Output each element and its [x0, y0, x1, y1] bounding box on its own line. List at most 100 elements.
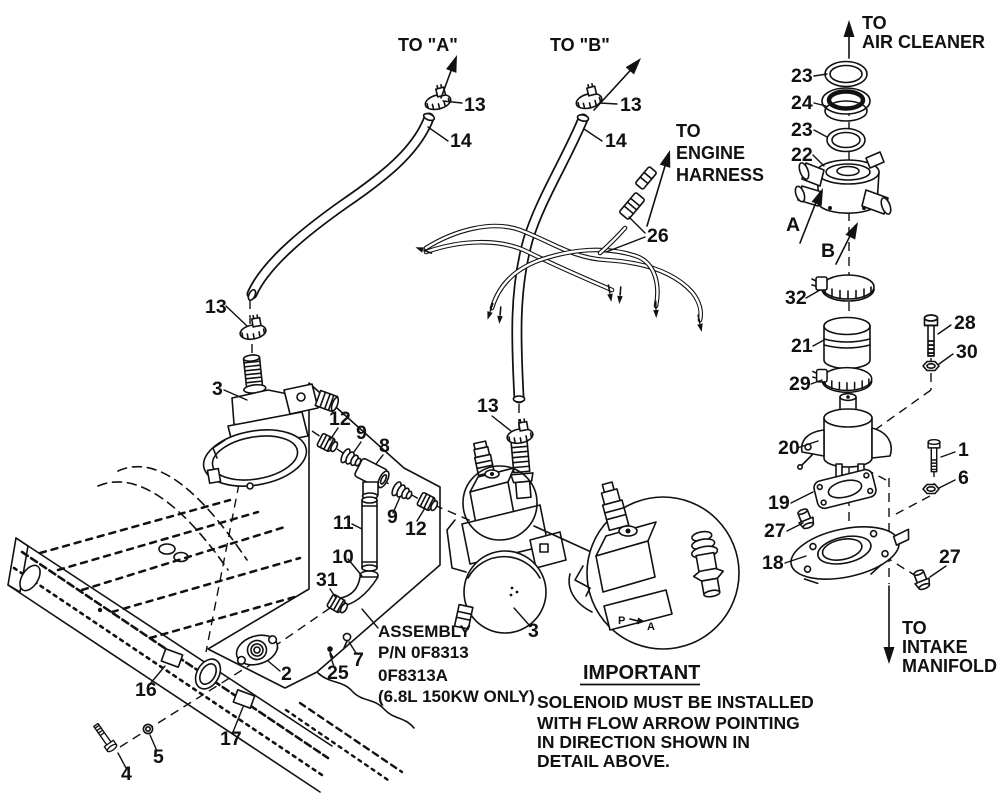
to-intake-manifold-arrow-icon: [883, 647, 895, 664]
bolt-4: [90, 721, 119, 754]
callout-32: 32: [785, 287, 807, 309]
flow-arrow-icon: [637, 617, 645, 625]
callout-5: 5: [153, 746, 164, 768]
callout-10: 10: [332, 546, 354, 568]
callout-3: 3: [212, 378, 223, 400]
generator-frame: [7, 465, 415, 793]
callout-leaders: [117, 73, 956, 769]
bolt-1: [927, 438, 941, 473]
frame-hole: [194, 658, 222, 690]
callout-22: 22: [791, 144, 813, 166]
label-to-intake-manifold: TO: [902, 618, 927, 638]
decal-16: [160, 648, 184, 668]
callout-27: 27: [939, 546, 961, 568]
callout-9: 9: [387, 506, 398, 528]
solenoid-highlight-circle: [462, 465, 538, 541]
nut-6: [922, 483, 940, 495]
worm-clamp-32: [811, 274, 875, 302]
assembly-note: P/N 0F8313: [378, 643, 469, 662]
callout-23: 23: [791, 119, 813, 141]
label-to-b: TO "B": [550, 35, 610, 55]
label-to-engine-harness: ENGINE: [676, 143, 745, 163]
assembly-note: ASSEMBLY: [378, 622, 472, 641]
fuel-valve-assembly: [446, 434, 590, 634]
callout-16: 16: [135, 679, 157, 701]
hose-clamp-13-left: [236, 313, 268, 342]
callout-31: 31: [316, 569, 338, 591]
assembly-boundary: [207, 382, 441, 689]
callout-25: 25: [327, 662, 349, 684]
harness-connector: [619, 166, 657, 220]
callout-29: 29: [789, 373, 811, 395]
callout-26: 26: [647, 225, 669, 247]
callout-17: 17: [220, 728, 242, 750]
label-to-air-cleaner: TO: [862, 13, 887, 33]
tank-flange-2: [235, 634, 279, 666]
fuel-line-fittings: [315, 432, 441, 617]
callout-13: 13: [477, 395, 499, 417]
callout-14: 14: [450, 130, 472, 152]
to-engine-harness-arrow-icon: [659, 148, 676, 168]
frame-hole: [19, 564, 41, 592]
callout-2: 2: [281, 663, 292, 685]
direction-arrows: [440, 20, 895, 664]
important-title: IMPORTANT: [583, 662, 700, 684]
callout-9: 9: [356, 422, 367, 444]
callout-13: 13: [205, 296, 227, 318]
ref-letter-b: B: [821, 240, 835, 262]
label-to-intake-manifold: MANIFOLD: [902, 656, 997, 676]
direction-labels: TO "A" TO "B" TO ENGINE HARNESS TO AIR C…: [398, 13, 997, 676]
callout-3: 3: [528, 620, 539, 642]
callout-19: 19: [768, 492, 790, 514]
callout-12: 12: [329, 408, 351, 430]
adapter-ring-24: [821, 87, 871, 122]
detail-port-p: P: [618, 615, 625, 627]
fuel-hose-b: [511, 113, 590, 404]
label-to-intake-manifold: INTAKE: [902, 637, 968, 657]
callout-7: 7: [353, 649, 364, 671]
o-ring-23-upper: [824, 60, 868, 88]
callout-30: 30: [956, 341, 978, 363]
callout-24: 24: [791, 92, 813, 114]
tee-fitting-8: [354, 457, 390, 500]
carburetor-20: [796, 392, 892, 479]
hose-clamp-13-a: [420, 82, 454, 113]
variant-note: (6.8L 150KW ONLY): [378, 687, 535, 706]
label-to-a: TO "A": [398, 35, 458, 55]
callout-12: 12: [405, 518, 427, 540]
important-note-line: IN DIRECTION SHOWN IN: [537, 732, 750, 752]
mixer-body-22: [794, 151, 892, 215]
ref-b-arrow-icon: [845, 219, 863, 240]
callout-1: 1: [958, 439, 969, 461]
bolt-28: [923, 314, 939, 357]
screw-7: [342, 632, 352, 649]
callout-27: 27: [764, 520, 786, 542]
plug-27-left: [794, 506, 817, 532]
important-note-line: SOLENOID MUST BE INSTALLED: [537, 692, 814, 712]
to-a-arrow-icon: [446, 53, 463, 73]
washer-5: [142, 723, 154, 735]
callout-28: 28: [954, 312, 976, 334]
ref-letter-a: A: [786, 214, 800, 236]
regulator-assembly-left: [202, 354, 340, 490]
to-air-cleaner-arrow-icon: [843, 20, 855, 37]
o-ring-23-lower: [826, 127, 866, 153]
nut-30: [922, 360, 940, 372]
solenoid-detail-view: P A: [568, 481, 740, 650]
fuel-hose-a: [246, 112, 436, 302]
callout-labels: 13 14 13 14 26 13 3 12 9 8 11 9 12 10 31…: [121, 65, 978, 785]
air-cleaner-stack: [790, 60, 941, 593]
callout-6: 6: [958, 467, 969, 489]
callout-8: 8: [379, 435, 390, 457]
notes: ASSEMBLY P/N 0F8313 0F8313A (6.8L 150KW …: [378, 622, 814, 771]
wire-harness: [413, 166, 706, 334]
sleeve-21: [823, 316, 871, 370]
callout-21: 21: [791, 335, 813, 357]
important-note-line: DETAIL ABOVE.: [537, 751, 670, 771]
callout-4: 4: [121, 763, 132, 785]
callout-23: 23: [791, 65, 813, 87]
callout-13: 13: [464, 94, 486, 116]
adapter-base-18: [790, 526, 910, 585]
